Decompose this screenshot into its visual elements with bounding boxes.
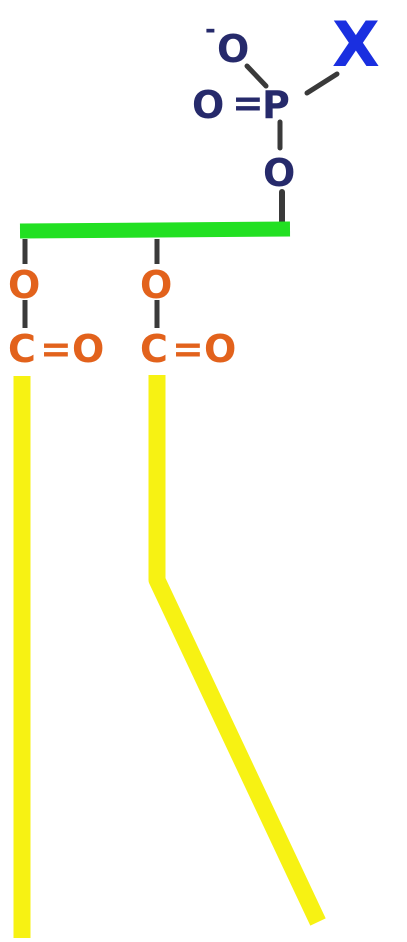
glycerol-backbone	[19, 221, 291, 239]
fatty-acid-tail-unsaturated	[148, 375, 326, 926]
ester2-oxygen: O	[140, 263, 172, 307]
ester1-double-bond: =	[40, 327, 72, 371]
phosphate-oxygen-bridge: O	[263, 151, 295, 195]
negative-charge: -	[205, 15, 216, 45]
ester2-carbon: C	[140, 327, 168, 371]
bond-o-to-p	[244, 63, 269, 89]
ester1-carbonyl-oxygen: O	[72, 327, 104, 371]
ester1-oxygen: O	[8, 263, 40, 307]
ester1-carbon: C	[8, 327, 36, 371]
phosphate-oxygen-double: O	[192, 83, 224, 127]
head-group-x: X	[332, 8, 380, 81]
ester2-carbonyl-oxygen: O	[204, 327, 236, 371]
phosphate-oxygen-top: O	[217, 27, 249, 71]
phosphate-double-bond: =	[232, 81, 264, 125]
bond-p-to-x	[304, 71, 340, 96]
phosphorus: P	[262, 83, 290, 127]
ester2-double-bond: =	[172, 327, 204, 371]
